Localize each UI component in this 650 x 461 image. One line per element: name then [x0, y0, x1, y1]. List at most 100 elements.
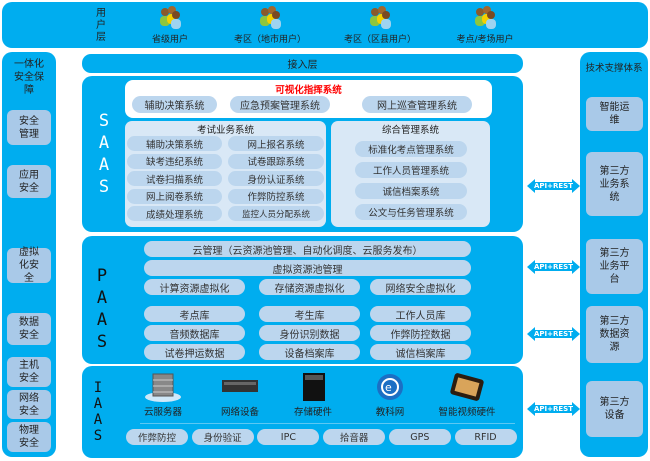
virtualization-item[interactable]: 存储资源虚拟化 — [259, 279, 360, 295]
exam-system-item[interactable]: 监控人员分配系统 — [228, 206, 324, 221]
tech-support-item-label: 第三方数据资源 — [599, 316, 630, 353]
security-item[interactable]: 数据安全 — [7, 313, 51, 345]
mgmt-system-item[interactable]: 工作人员管理系统 — [355, 162, 467, 178]
visual-command-title: 可视化指挥系统 — [275, 85, 342, 96]
tech-support-item[interactable]: 第三方设备 — [586, 381, 643, 437]
user-label: 考区（地市用户） — [233, 35, 306, 45]
tech-support-item-label: 第三方业务系统 — [599, 165, 630, 203]
virtualization-item[interactable]: 网络安全虚拟化 — [370, 279, 471, 295]
security-item-label: 应用安全 — [19, 169, 39, 194]
hardware-label: 存储硬件 — [293, 407, 332, 418]
user-label: 省级用户 — [151, 35, 188, 45]
network-device-icon — [200, 372, 280, 404]
api-rest-arrow: API+REST — [527, 260, 580, 274]
svg-text:e: e — [385, 381, 392, 394]
tech-support-item[interactable]: 第三方数据资源 — [586, 306, 643, 363]
security-item[interactable]: 主机安全 — [7, 357, 51, 387]
database-item[interactable]: 工作人员库 — [370, 306, 471, 322]
user-group-1[interactable]: 考区（地市用户） — [225, 4, 315, 45]
exam-system-item[interactable]: 缺考违纪系统 — [127, 153, 222, 169]
iaas-item[interactable]: 拾音器 — [323, 429, 386, 445]
security-item-label: 主机安全 — [19, 360, 39, 384]
users-icon — [365, 4, 395, 30]
tech-support-item[interactable]: 智能运维 — [586, 97, 643, 131]
virtualization-item[interactable]: 计算资源虚拟化 — [144, 279, 245, 295]
api-rest-arrow: API+REST — [527, 402, 580, 416]
hardware-item[interactable]: 云服务器 — [123, 372, 203, 418]
storage-icon — [273, 372, 353, 404]
iaas-item[interactable]: 作弊防控 — [126, 429, 188, 445]
paas-label: PAAS — [96, 266, 108, 352]
iaas-item[interactable]: IPC — [257, 429, 320, 445]
tech-support-item-label: 智能运维 — [599, 102, 630, 126]
tech-support-item[interactable]: 第三方业务平台 — [586, 239, 643, 294]
security-item[interactable]: 应用安全 — [7, 165, 51, 198]
cloud-management[interactable]: 云管理（云资源池管理、自动化调度、云服务发布） — [144, 241, 471, 257]
visual-command-item[interactable]: 网上巡查管理系统 — [362, 96, 472, 113]
api-rest-arrow: API+REST — [527, 327, 580, 341]
api-rest-label: API+REST — [533, 405, 573, 413]
user-group-0[interactable]: 省级用户 — [125, 4, 215, 45]
database-item[interactable]: 音频数据库 — [144, 325, 245, 341]
security-item-label: 安全管理 — [19, 115, 39, 140]
user-group-2[interactable]: 考区（区县用户） — [335, 4, 425, 45]
exam-system-item[interactable]: 辅助决策系统 — [127, 136, 222, 151]
security-item-label: 网络安全 — [19, 392, 39, 417]
paas-layer — [82, 236, 523, 364]
double-arrow-icon — [527, 179, 580, 193]
tech-support-title: 技术支撑体系 — [585, 63, 643, 74]
api-rest-label: API+REST — [533, 263, 573, 271]
exam-system-item[interactable]: 身份认证系统 — [228, 171, 324, 186]
hardware-item[interactable]: 网络设备 — [200, 372, 280, 418]
api-rest-arrow: API+REST — [527, 179, 580, 193]
iaas-divider — [140, 423, 515, 424]
double-arrow-icon — [527, 260, 580, 274]
api-rest-label: API+REST — [533, 182, 573, 190]
hardware-label: 智能视频硬件 — [438, 407, 496, 418]
api-rest-label: API+REST — [533, 330, 573, 338]
iaas-item[interactable]: RFID — [454, 429, 517, 445]
mgmt-system-item[interactable]: 标准化考点管理系统 — [355, 141, 467, 157]
virtual-pool-management[interactable]: 虚拟资源池管理 — [144, 260, 471, 276]
hardware-item[interactable]: 智能视频硬件 — [427, 372, 507, 418]
visual-command-item[interactable]: 应急预案管理系统 — [230, 96, 330, 113]
database-item[interactable]: 考点库 — [144, 306, 245, 322]
security-item[interactable]: 网络安全 — [7, 390, 51, 419]
exam-system-title: 考试业务系统 — [196, 125, 254, 136]
security-item[interactable]: 物理安全 — [7, 422, 51, 452]
hardware-label: 云服务器 — [143, 407, 182, 418]
exam-system-item[interactable]: 成绩处理系统 — [127, 206, 222, 221]
user-label: 考点/考场用户 — [456, 35, 514, 45]
exam-system-item[interactable]: 试卷跟踪系统 — [228, 153, 324, 169]
mgmt-system-item[interactable]: 公文与任务管理系统 — [355, 204, 467, 220]
double-arrow-icon — [527, 402, 580, 416]
user-layer — [2, 2, 648, 48]
exam-system-item[interactable]: 试卷扫描系统 — [127, 171, 222, 186]
database-item[interactable]: 设备档案库 — [259, 344, 360, 360]
double-arrow-icon — [527, 327, 580, 341]
visual-command-item[interactable]: 辅助决策系统 — [132, 96, 217, 113]
exam-system-item[interactable]: 网上报名系统 — [228, 136, 324, 151]
users-icon — [255, 4, 285, 30]
edu-network-icon: e — [350, 372, 430, 404]
exam-system-item[interactable]: 作弊防控系统 — [228, 188, 324, 204]
security-item[interactable]: 安全管理 — [7, 110, 51, 145]
database-item[interactable]: 作弊防控数据 — [370, 325, 471, 341]
user-group-3[interactable]: 考点/考场用户 — [440, 4, 530, 45]
database-item[interactable]: 考生库 — [259, 306, 360, 322]
database-item[interactable]: 身份识别数据 — [259, 325, 360, 341]
database-item[interactable]: 诚信档案库 — [370, 344, 471, 360]
hardware-item[interactable]: 存储硬件 — [273, 372, 353, 418]
iaas-item[interactable]: 身份验证 — [191, 429, 254, 445]
tech-support-item[interactable]: 第三方业务系统 — [586, 152, 643, 216]
iaas-label: IAAS — [93, 380, 103, 444]
users-icon — [470, 4, 500, 30]
database-item[interactable]: 试卷押运数据 — [144, 344, 245, 360]
smart-video-icon — [427, 372, 507, 404]
mgmt-system-item[interactable]: 诚信档案系统 — [355, 183, 467, 199]
exam-system-item[interactable]: 网上阅卷系统 — [127, 188, 222, 204]
security-item[interactable]: 虚拟化安全 — [7, 247, 51, 284]
server-icon — [123, 372, 203, 404]
iaas-item[interactable]: GPS — [388, 429, 451, 445]
